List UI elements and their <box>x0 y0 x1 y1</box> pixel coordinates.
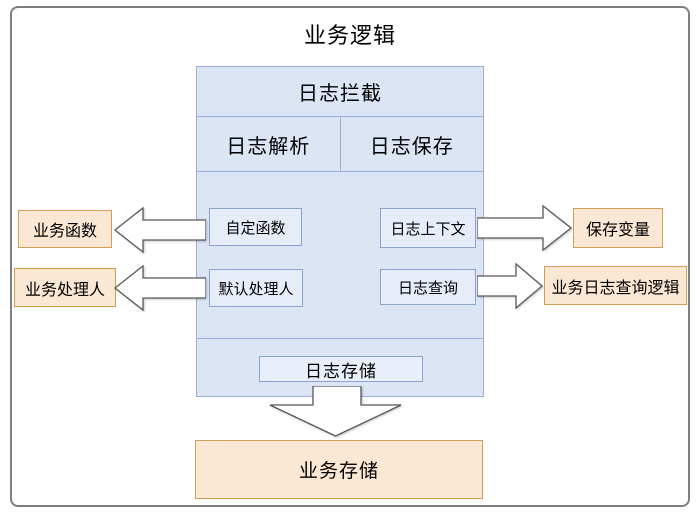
box-business-log-query-logic: 业务日志查询逻辑 <box>544 266 687 305</box>
box-custom-function: 自定函数 <box>209 208 302 246</box>
box-log-storage: 日志存储 <box>259 356 423 382</box>
log-intercept-container: 日志拦截 日志解析 日志保存 <box>196 66 484 397</box>
arrow-left-to-business-function-icon <box>113 206 206 254</box>
cell-log-parse: 日志解析 <box>226 135 311 158</box>
log-storage-band <box>197 338 483 396</box>
log-container-body <box>197 172 483 338</box>
cell-log-save: 日志保存 <box>339 117 484 171</box>
box-log-query: 日志查询 <box>380 269 476 305</box>
box-business-handler: 业务处理人 <box>14 268 116 307</box>
log-intercept-header: 日志拦截 <box>197 67 483 117</box>
box-default-handler: 默认处理人 <box>209 269 303 307</box>
box-save-variable: 保存变量 <box>573 208 663 248</box>
arrow-down-to-business-storage-icon <box>269 386 402 437</box>
diagram-title: 业务逻辑 <box>303 23 396 48</box>
box-business-function: 业务函数 <box>18 210 112 248</box>
arrow-left-to-business-handler-icon <box>113 264 206 312</box>
arrow-right-to-save-variable-icon <box>477 204 573 252</box>
box-business-storage: 业务存储 <box>195 440 483 499</box>
arrow-right-to-business-log-query-icon <box>477 262 544 310</box>
log-columns-row: 日志解析 日志保存 <box>197 117 483 172</box>
box-log-context: 日志上下文 <box>380 208 476 248</box>
